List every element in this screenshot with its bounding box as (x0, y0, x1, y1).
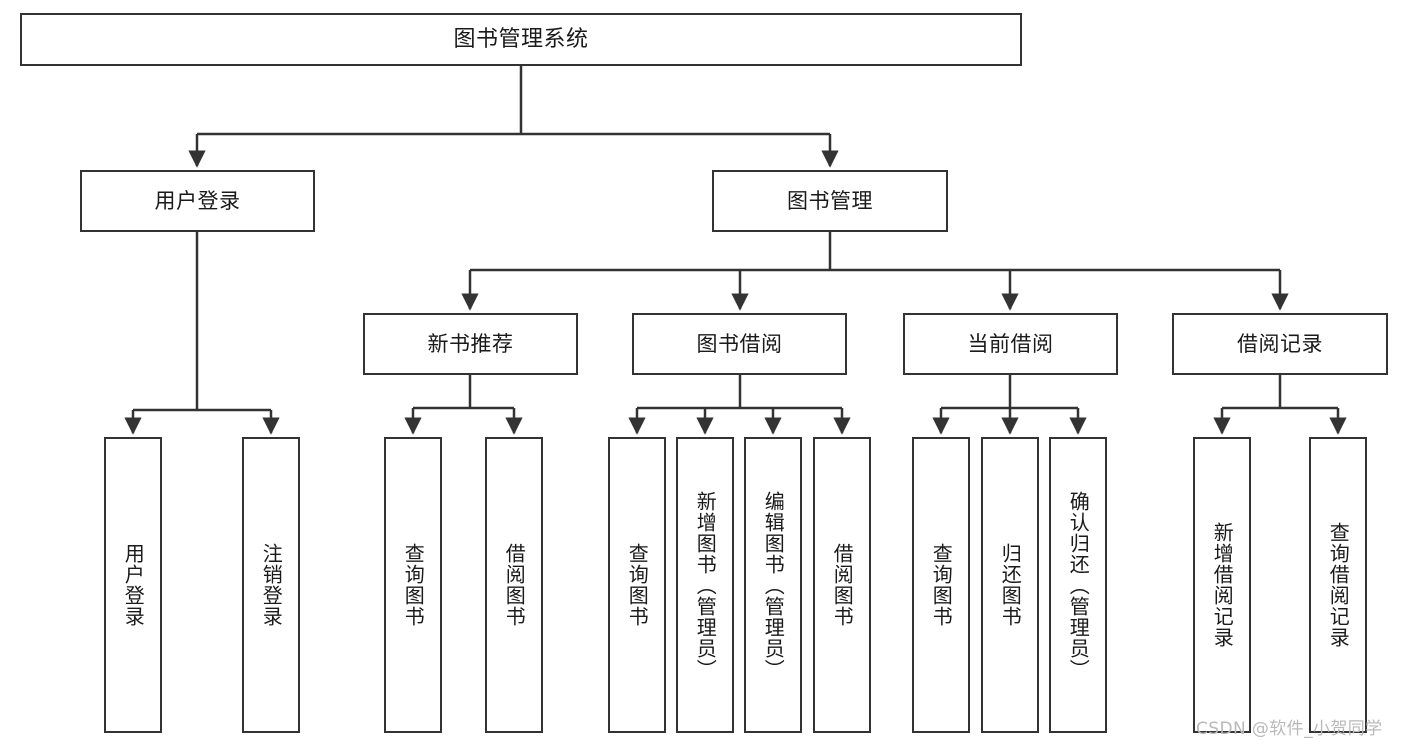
node-label: 查询图书 (929, 543, 954, 627)
node-label: 借阅图书 (830, 543, 855, 627)
node-label: 图书管理 (787, 188, 873, 213)
node-current-borrow[interactable]: 当前借阅 (903, 313, 1118, 375)
leaf-borrow-record-1[interactable]: 查询借阅记录 (1309, 437, 1367, 733)
leaf-book-borrow-3[interactable]: 借阅图书 (813, 437, 871, 733)
node-user-login[interactable]: 用户登录 (80, 170, 315, 232)
node-label: 用户登录 (154, 188, 241, 213)
leaf-user-login-1[interactable]: 注销登录 (242, 437, 300, 733)
node-book-management[interactable]: 图书管理 (712, 170, 948, 232)
node-label: 图书管理系统 (453, 26, 589, 52)
node-label: 注销登录 (259, 543, 284, 627)
node-label: 借阅图书 (502, 543, 527, 627)
leaf-new-book-0[interactable]: 查询图书 (384, 437, 442, 733)
leaf-new-book-1[interactable]: 借阅图书 (485, 437, 543, 733)
node-label: 查询借阅记录 (1326, 522, 1351, 648)
leaf-current-borrow-0[interactable]: 查询图书 (912, 437, 970, 733)
leaf-borrow-record-0[interactable]: 新增借阅记录 (1193, 437, 1251, 733)
node-label: 新书推荐 (427, 331, 514, 356)
node-label: 新增借阅记录 (1210, 522, 1235, 648)
node-label: 确认归还（管理员） (1066, 490, 1091, 680)
node-label: 当前借阅 (967, 331, 1054, 356)
node-label: 编辑图书（管理员） (761, 490, 786, 680)
leaf-user-login-0[interactable]: 用户登录 (104, 437, 162, 733)
node-label: 查询图书 (401, 543, 426, 627)
node-label: 借阅记录 (1237, 331, 1323, 356)
leaf-current-borrow-2[interactable]: 确认归还（管理员） (1049, 437, 1107, 733)
leaf-book-borrow-2[interactable]: 编辑图书（管理员） (744, 437, 802, 733)
node-book-borrow[interactable]: 图书借阅 (632, 313, 847, 375)
leaf-book-borrow-1[interactable]: 新增图书（管理员） (676, 437, 734, 733)
node-label: 新增图书（管理员） (693, 490, 718, 680)
node-label: 图书借阅 (696, 331, 783, 356)
node-new-book-recommend[interactable]: 新书推荐 (363, 313, 578, 375)
leaf-book-borrow-0[interactable]: 查询图书 (608, 437, 666, 733)
node-borrow-record[interactable]: 借阅记录 (1172, 313, 1388, 375)
node-label: 归还图书 (998, 543, 1023, 627)
node-label: 查询图书 (625, 543, 650, 627)
csdn-watermark: CSDN @软件_小贺同学 (1196, 719, 1383, 739)
node-root-book-management-system[interactable]: 图书管理系统 (20, 13, 1022, 66)
node-label: 用户登录 (121, 543, 146, 627)
leaf-current-borrow-1[interactable]: 归还图书 (981, 437, 1039, 733)
